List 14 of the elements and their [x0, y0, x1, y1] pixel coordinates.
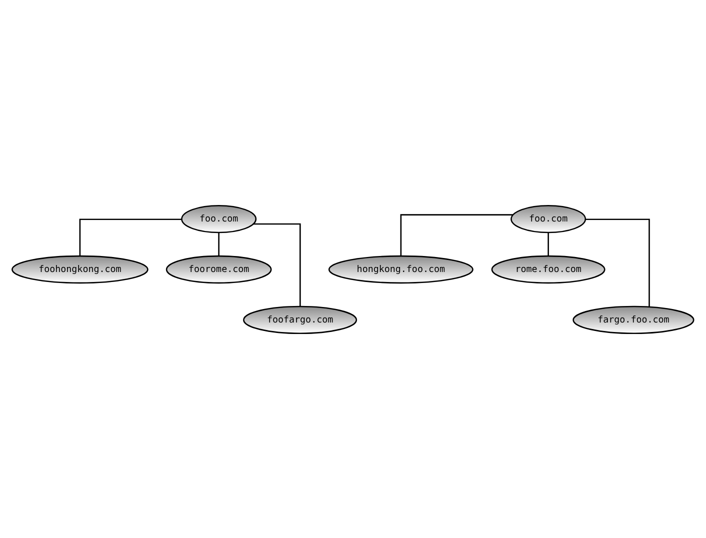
- connector: [400, 214, 513, 256]
- node-ellipse: foo.com: [181, 204, 257, 233]
- connector: [79, 218, 182, 256]
- connector: [586, 218, 650, 306]
- node-ellipse: foohongkong.com: [12, 254, 148, 284]
- node-ellipse: fargo.foo.com: [572, 305, 694, 334]
- node-ellipse: foorome.com: [166, 254, 272, 284]
- node-ellipse: rome.foo.com: [491, 254, 606, 284]
- connector: [253, 222, 301, 306]
- connector: [548, 232, 549, 256]
- node-ellipse: hongkong.foo.com: [328, 254, 474, 284]
- node-ellipse: foofargo.com: [243, 305, 358, 334]
- connector: [218, 232, 220, 256]
- node-ellipse: foo.com: [510, 204, 586, 233]
